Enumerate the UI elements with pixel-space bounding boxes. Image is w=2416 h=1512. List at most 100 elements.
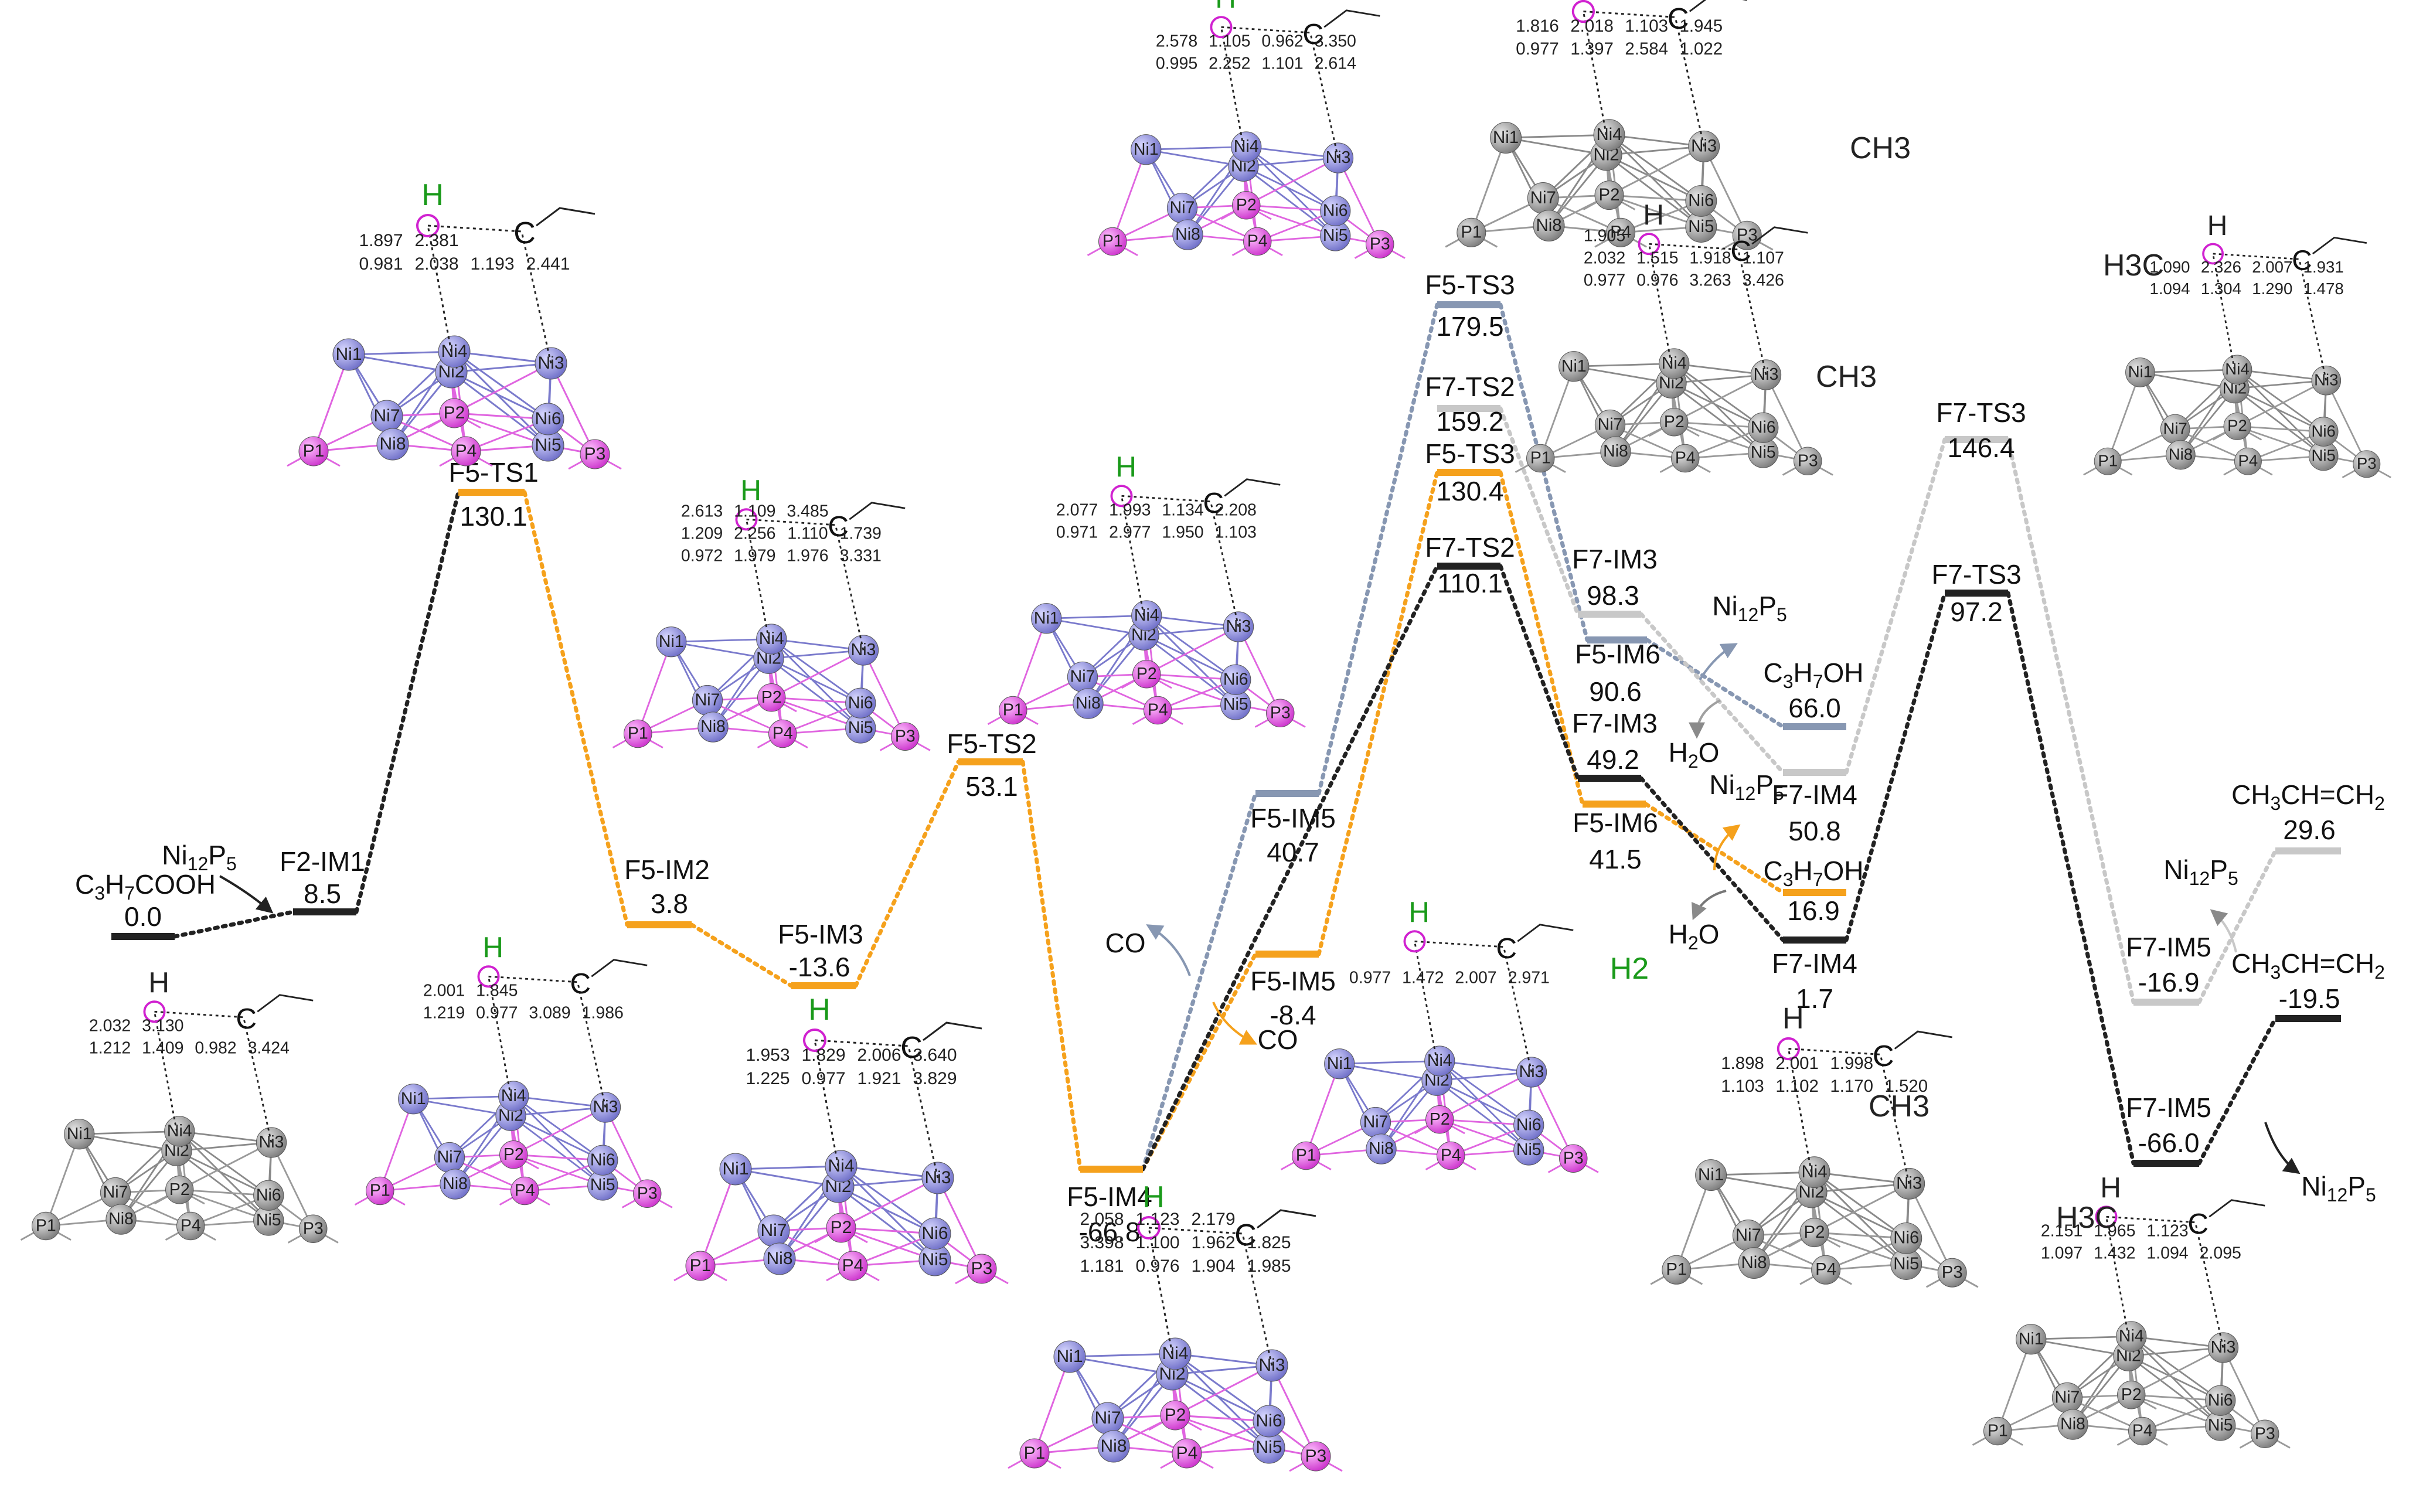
p-atom: [1437, 1141, 1465, 1170]
connector-f7im3b-f7im4b: [1639, 776, 1785, 942]
level-label-f5im6-high: F5-IM6: [1575, 639, 1660, 669]
p-atom: [298, 436, 329, 466]
ni-atom: [1220, 664, 1251, 695]
ni-atom-label: Ni8: [379, 434, 406, 454]
o-ni-contact: [1148, 1227, 1173, 1354]
ni-ni-bond: [454, 350, 549, 420]
p-atom: [1425, 1105, 1454, 1134]
p-atom: [1559, 1144, 1588, 1173]
bond-length-label: 1.170: [1830, 1077, 1873, 1096]
ni-ni-bond: [513, 1095, 604, 1161]
p-atom-label: P1: [628, 724, 648, 743]
ni-atom-label: Ni5: [1893, 1254, 1919, 1273]
ni-atom: [164, 1116, 195, 1147]
level-label-f7ts2-high: F7-TS2: [1425, 372, 1515, 402]
level-bar-f5im5: [1255, 951, 1319, 958]
bond-length-label: 1.979: [734, 547, 775, 566]
ni-atom-label: Ni8: [1536, 216, 1562, 235]
ni-ni-bond: [451, 371, 549, 420]
bond-length-label: 3.130: [142, 1017, 183, 1036]
level-value-f7ts2-high: 159.2: [1436, 406, 1503, 437]
ni-ni-bond: [510, 1115, 603, 1162]
level-value-f5ts1: 130.1: [460, 501, 527, 532]
cluster-f5-ts3-side: Ni1Ni2Ni3Ni4Ni5Ni6Ni7Ni8P1P2P3P4HC0.9771…: [1445, 0, 1774, 251]
ni-atom: [2166, 440, 2196, 470]
level-value-c3h7oh-high: 66.0: [1788, 693, 1841, 723]
ni-ni-bond: [1243, 165, 1336, 212]
p-atom-label: P3: [1798, 451, 1818, 470]
bond-length-label: 2.578: [1156, 32, 1197, 50]
bond-length-label: 3.398: [1080, 1233, 1124, 1252]
alkyl-chain: [1894, 1030, 1952, 1050]
p-atom: [2251, 1419, 2279, 1448]
ni-ni-bond: [179, 1130, 270, 1196]
p-atom-label: P4: [842, 1256, 864, 1275]
p-atom: [2223, 412, 2251, 440]
carbon-atom: C: [570, 968, 591, 1000]
level-bar-f5im3: [791, 982, 856, 989]
ni-ni-bond: [1172, 1373, 1270, 1449]
o-c-contact: [1583, 11, 1676, 18]
bond-length-label: 1.998: [1830, 1054, 1873, 1073]
level-label-f7im3-high: F7-IM3: [1572, 544, 1658, 574]
ni-ni-bond: [1574, 363, 1675, 367]
ni-atom-label: Ni5: [2208, 1416, 2233, 1435]
p-atom-label: P2: [1430, 1110, 1450, 1129]
level-value-f7im4-high: 50.8: [1788, 816, 1841, 846]
p-atom: [511, 1176, 539, 1205]
p-atom-label: P1: [1461, 223, 1482, 242]
ni-atom: [825, 1150, 857, 1183]
bond-length-label: 1.022: [1680, 39, 1723, 59]
ni-ni-bond: [413, 1095, 514, 1100]
ni-ni-bond: [1339, 1060, 1440, 1065]
p-atom-label: P2: [169, 1180, 190, 1199]
ni-ni-bond: [1673, 363, 1764, 428]
ni-atom-label: Ni7: [1170, 199, 1195, 217]
p-ni-bond: [771, 649, 864, 699]
bond-length-label: 2.971: [1508, 969, 1550, 987]
ni-atom-label: Ni6: [256, 1186, 281, 1204]
ni-ni-bond: [1609, 134, 1704, 148]
ni-ni-bond: [1144, 626, 1239, 636]
oxygen-atom: [416, 214, 440, 237]
alkyl-chain: [849, 502, 906, 520]
ni-ni-bond: [1670, 382, 1764, 454]
ni-atom: [1748, 412, 1779, 443]
alkyl-chain: [1224, 478, 1281, 497]
ni-atom-label: Ni6: [535, 409, 561, 428]
ni-atom-label: Ni5: [2311, 446, 2335, 464]
level-label-f5im5: F5-IM5: [1250, 966, 1336, 996]
ni-ni-bond: [1813, 1172, 1907, 1265]
carbon-atom: C: [1496, 932, 1517, 965]
ni-ni-bond: [771, 638, 862, 704]
p-atom: [1301, 1441, 1331, 1472]
p-atom: [499, 1140, 528, 1169]
bond-length-label: 1.097: [2041, 1244, 2082, 1263]
bond-length-label: 0.977: [476, 1004, 518, 1023]
p-atom-label: P3: [1270, 703, 1291, 722]
ni-atom: [64, 1119, 95, 1150]
ni-ni-bond: [1439, 1060, 1530, 1126]
bond-length-label: 1.976: [787, 547, 828, 566]
bond-length-label: 1.918: [1689, 248, 1731, 267]
connector-f7ts2b-f7im3b: [1498, 564, 1580, 781]
ni-atom-label: Ni7: [1530, 188, 1556, 207]
level-label-f5im3: F5-IM3: [778, 919, 863, 949]
ni-ni-bond: [2131, 1336, 2224, 1348]
ni-atom-label: Ni5: [1751, 443, 1776, 462]
ni-ni-bond: [176, 1142, 272, 1152]
ni12p5-label-light: Ni12P5: [2163, 854, 2238, 889]
level-bar-c3h7cooh: [111, 933, 175, 940]
connector-f5im6b-c3h7oh: [1643, 802, 1785, 895]
o-ni-contact: [1648, 243, 1672, 364]
ni-ni-bond: [453, 350, 549, 447]
p-atom: [1526, 444, 1555, 473]
level-value-f7im5-high: -16.9: [2138, 967, 2200, 997]
level-value-f5im2: 3.8: [651, 888, 688, 919]
level-bar-f7ts2-high: [1437, 405, 1500, 412]
bond-length-label: 2.032: [1584, 248, 1625, 267]
bond-length-label: 1.945: [1680, 16, 1723, 36]
ni12p5-label-blue: Ni12P5: [1712, 591, 1787, 625]
ni-atom: [332, 338, 365, 371]
